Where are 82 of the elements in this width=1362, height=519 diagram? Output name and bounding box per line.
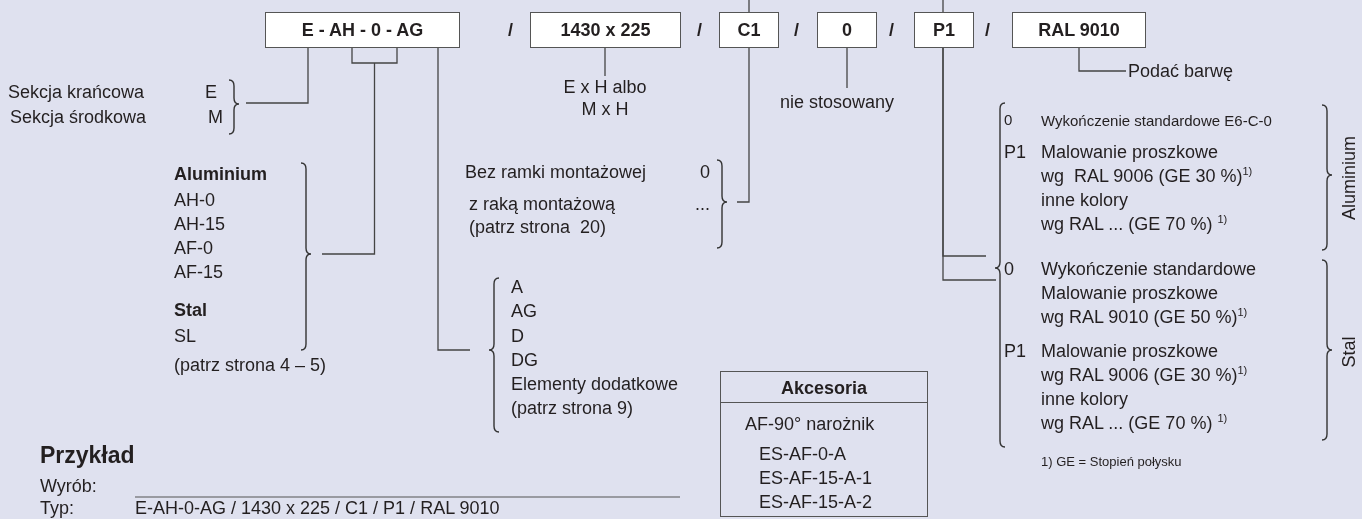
option-text: wg RAL 9006 (GE 30 %)$^{1)}$ [1041, 364, 1248, 386]
option-text: Elementy dodatkowe [511, 373, 679, 395]
code-box [817, 12, 877, 48]
option-text: P1 [1004, 141, 1027, 163]
option-text: AF-15 [174, 261, 224, 283]
code-text: E - AH - 0 - AG [301, 19, 424, 41]
option-text: Malowanie proszkowe [1041, 282, 1219, 304]
example-text: E-AH-0-AG / 1430 x 225 / C1 / P1 / RAL 9010 [135, 497, 500, 519]
option-text: Bez ramki montażowej [465, 161, 647, 183]
option-text: AG [511, 300, 537, 322]
separator-text: / [508, 19, 513, 41]
table-header: Akcesoria [721, 372, 927, 403]
option-text: (patrz strona 20) [469, 216, 607, 238]
leader-line [748, 0, 750, 13]
code-text: 0 [842, 19, 852, 41]
option-text: Wykończenie standardowe E6-C-0 [1041, 111, 1272, 131]
code-text: C1 [737, 19, 761, 41]
option-text: DG [511, 349, 538, 371]
code-text: 1430 x 225 [560, 19, 651, 41]
option-text: wg RAL 9006 (GE 30 %)$^{1)}$ [1041, 165, 1253, 187]
code-box [1012, 12, 1146, 48]
option-text: Wykończenie standardowe [1041, 258, 1256, 280]
option-text: Malowanie proszkowe [1041, 340, 1219, 362]
code-text: P1 [933, 19, 955, 41]
example-text: Typ: [40, 497, 74, 519]
option-text: 0 [700, 161, 710, 183]
option-text: AH-0 [174, 189, 215, 211]
table-cell: ES-AF-15-A-2 [759, 491, 873, 513]
option-text: Sekcja krańcowa [8, 81, 145, 103]
separator-text: / [697, 19, 702, 41]
footnote-text: 1) GE = Stopień połysku [1041, 453, 1182, 471]
option-text: AF-0 [174, 237, 213, 259]
option-text: P1 [1004, 340, 1027, 362]
option-text: wg RAL 9010 (GE 50 %)$^{1)}$ [1041, 306, 1248, 328]
option-text: ... [695, 193, 710, 215]
option-text: inne kolory [1041, 388, 1129, 410]
dimension-note: E x H albo M x H [562, 76, 648, 120]
accessories-table [720, 371, 928, 517]
option-text: E [205, 81, 217, 103]
code-text: RAL 9010 [1038, 19, 1120, 41]
option-text: (patrz strona 9) [511, 397, 634, 419]
option-text: D [511, 325, 524, 347]
option-text: 0 [1004, 258, 1014, 280]
code-box [914, 12, 974, 48]
separator-text: / [794, 19, 799, 41]
option-text: z raką montażową [469, 193, 616, 215]
code-box [530, 12, 681, 48]
table-cell: AF-90° narożnik [745, 413, 875, 435]
option-text: Malowanie proszkowe [1041, 141, 1219, 163]
option-text: wg RAL ... (GE 70 %) $^{1)}$ [1041, 412, 1228, 434]
option-text: (patrz strona 4 – 5) [174, 354, 327, 376]
separator-text: / [889, 19, 894, 41]
table-cell: ES-AF-0-A [759, 443, 846, 465]
leader-line [245, 47, 309, 104]
code-box [719, 12, 779, 48]
option-text: Sekcja środkowa [10, 106, 147, 128]
table-cell: ES-AF-15-A-1 [759, 467, 873, 489]
vertical-label: Stal [1338, 336, 1360, 368]
option-text: M [208, 106, 223, 128]
leader-line [604, 47, 606, 77]
leader-line [846, 47, 848, 89]
leader-line [736, 47, 750, 203]
option-text: inne kolory [1041, 189, 1129, 211]
separator-text: / [985, 19, 990, 41]
leader-line [942, 0, 944, 13]
code-box [265, 12, 460, 48]
leader-line [942, 47, 997, 281]
vertical-label: Aluminium [1338, 136, 1360, 220]
option-text: A [511, 276, 523, 298]
option-text: AH-15 [174, 213, 226, 235]
note-text: nie stosowany [780, 91, 895, 113]
leader-line [437, 47, 471, 351]
leader-line [321, 47, 398, 255]
note-text: Podać barwę [1128, 60, 1234, 82]
option-text: 0 [1004, 110, 1013, 130]
option-text: Aluminium [174, 163, 267, 185]
option-text: SL [174, 325, 197, 347]
section-heading: Przykład [40, 441, 135, 469]
option-text: wg RAL ... (GE 70 %) $^{1)}$ [1041, 213, 1228, 235]
option-text: Stal [174, 299, 207, 321]
leader-line [1078, 47, 1127, 72]
example-text: Wyrób: [40, 475, 97, 497]
